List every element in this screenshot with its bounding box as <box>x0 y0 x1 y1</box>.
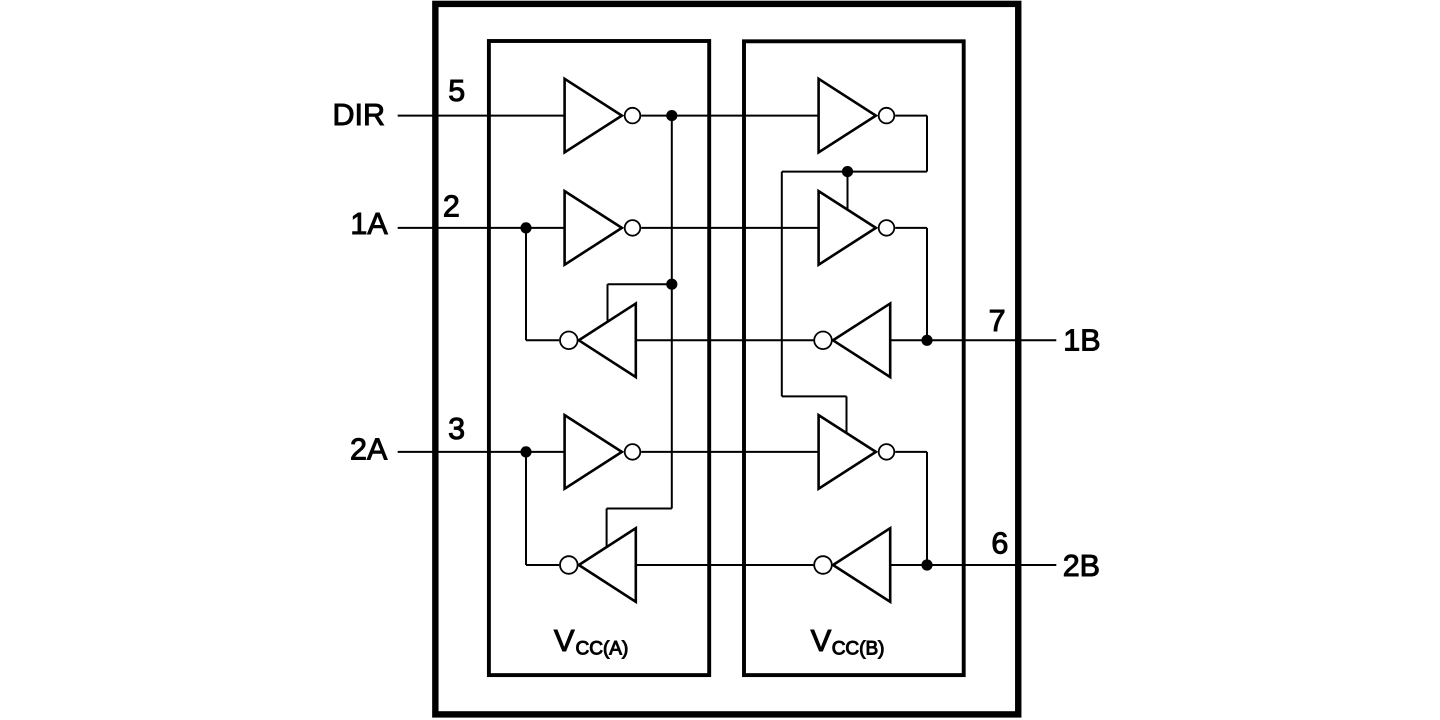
svg-text:2B: 2B <box>1063 549 1100 583</box>
svg-text:1A: 1A <box>350 207 388 241</box>
svg-text:2A: 2A <box>350 432 388 466</box>
svg-text:CC(B): CC(B) <box>832 638 885 659</box>
svg-text:3: 3 <box>448 412 465 446</box>
svg-text:CC(A): CC(A) <box>576 638 629 659</box>
svg-text:2: 2 <box>443 190 460 224</box>
svg-text:1B: 1B <box>1063 324 1100 358</box>
svg-text:V: V <box>811 623 832 658</box>
svg-text:7: 7 <box>989 304 1006 338</box>
svg-text:5: 5 <box>448 74 465 108</box>
svg-text:DIR: DIR <box>333 98 386 132</box>
svg-text:V: V <box>554 623 575 658</box>
svg-text:6: 6 <box>991 526 1008 560</box>
